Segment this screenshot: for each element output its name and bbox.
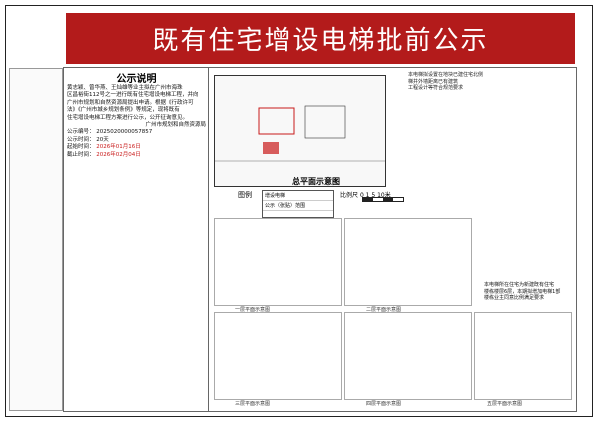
plan-elevator [263,142,279,154]
left-strip [9,68,63,411]
title-banner: 既有住宅增设电梯批前公示 [66,13,575,64]
plan-building [258,107,295,135]
legend-row: 增设电梯 [263,191,333,201]
notice-end-label: 截止时间： [67,151,95,158]
floor-label: 二层平面示意图 [366,307,402,313]
right-note-line: 梯井外墙距离已有建筑 [408,78,459,85]
scale-ticks: 0 1 5 10米 [359,192,391,199]
floor-label: 三层平面示意图 [235,401,271,407]
notice-end-value: 2026年02月04日 [96,151,141,158]
scale-bar [362,197,404,202]
notice-id-label: 公示编号： [67,129,95,136]
page-title: 既有住宅增设电梯批前公示 [152,26,489,56]
notice-line: 法》《广州市城乡规划条例》等规定，现将既有 [67,107,180,114]
notice-end: 截止时间： 2026年02月04日 [67,152,206,159]
notice-id-value: 2025020000057857 [96,129,153,136]
floor-label: 一层平面示意图 [235,307,271,313]
notice-panel: 公示说明 黄志颖、曾华燕、王灿雄等业主拟在广州市海珠 区昌裕街112号之一进行既… [63,67,210,412]
site-plan [214,75,386,187]
plan-neighbor [304,105,346,139]
notice-period-value: 20天 [96,136,109,143]
floor-drawing [344,312,472,400]
notice-body: 黄志颖、曾华燕、王灿雄等业主拟在广州市海珠 区昌裕街112号之一进行既有住宅增设… [64,85,209,159]
notice-period: 公示时间： 20天 [67,137,206,144]
bottom-note: 本电梯所在住宅为新建既有住宅 楼栋楼层6层，本期拟增加电梯1部 楼栋业主同意比例… [484,282,570,302]
site-plan-svg [215,105,385,162]
floor-drawing [214,218,342,306]
floor-drawing [214,312,342,400]
scale-label: 比例尺 0 1 5 10米 [340,190,391,199]
right-note-line: 本电梯拟设置在地块已建住宅北侧 [408,72,484,78]
scale-text: 比例尺 [340,192,359,199]
notice-line: 住宅增设电梯工程方案进行公示，公开征询意见。 [67,114,189,121]
floor-label: 五层平面示意图 [487,401,523,407]
floor-label: 四层平面示意图 [366,401,402,407]
bottom-note-line: 本电梯所在住宅为新建既有住宅 [484,282,555,288]
notice-start-label: 起始时间： [67,144,95,151]
legend-box: 增设电梯 公示（张贴）范围 [262,190,334,218]
legend-label: 图例 [238,191,252,199]
floor-drawing [344,218,472,306]
legend-row: 公示（张贴）范围 [263,201,333,211]
right-notes: 本电梯拟设置在地块已建住宅北侧 梯井外墙距离已有建筑 工程设计等符合规范要求 [408,72,568,92]
notice-id: 公示编号： 2025020000057857 [67,129,206,136]
notice-heading: 公示说明 [116,74,157,85]
bottom-note-line: 楼栋楼层6层，本期拟增加电梯1部 [484,288,561,295]
notice-start: 起始时间： 2026年01月16日 [67,144,206,151]
right-note-line: 工程设计等符合规范要求 [408,85,464,91]
bottom-note-line: 楼栋业主同意比例满足要求 [484,295,545,302]
notice-line: 区昌裕街112号之一进行既有住宅增设电梯工程，并向 [67,92,199,99]
notice-signature: 广州市规划和自然资源局 [145,122,206,129]
notice-period-label: 公示时间： [67,136,95,143]
notice-line: 广州市规划和自然资源局提出申请。根据《行政许可 [67,99,194,106]
notice-line: 黄志颖、曾华燕、王灿雄等业主拟在广州市海珠 [67,85,183,91]
notice-start-value: 2026年01月16日 [96,144,141,151]
plan-title: 总平面示意图 [292,177,340,186]
floor-drawing [474,312,572,400]
